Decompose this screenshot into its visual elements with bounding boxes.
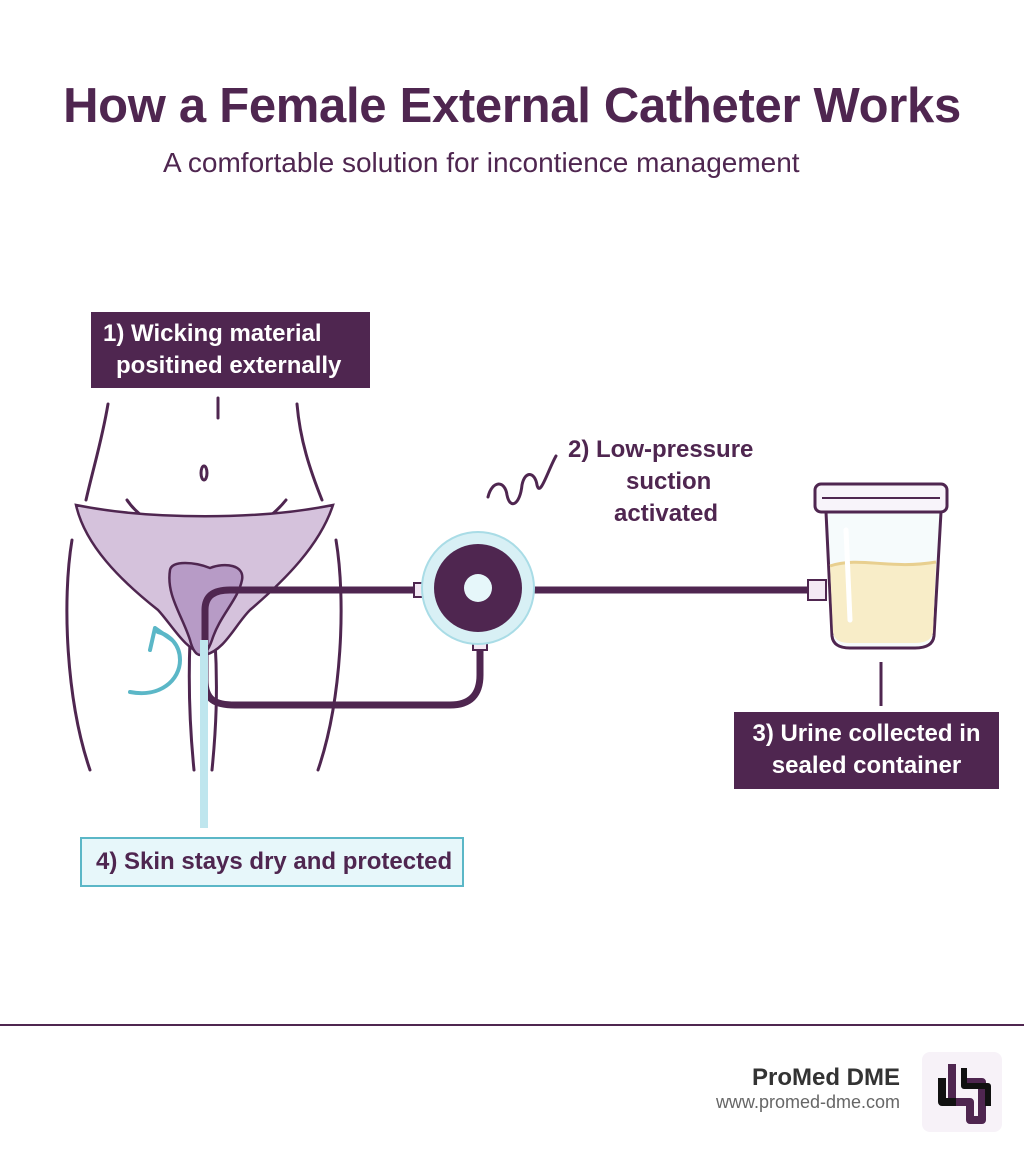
promed-logo-icon <box>922 1052 1002 1132</box>
step3-line1: 3) Urine collected in <box>752 720 981 747</box>
step1-label: 1) Wicking material positined externally <box>91 312 370 388</box>
arrow-curve-icon <box>128 626 182 696</box>
brand-url: www.promed-dme.com <box>715 1092 900 1112</box>
footer-divider <box>0 1024 1024 1026</box>
squiggle-icon <box>486 454 558 506</box>
step1-line1: 1) Wicking material <box>103 320 322 347</box>
connector-right <box>807 579 827 601</box>
step1-line2: positined externally <box>116 352 342 379</box>
brand-name: ProMed DME <box>751 1064 900 1091</box>
step2-line3: activated <box>614 500 719 527</box>
step3-label: 3) Urine collected in sealed container <box>734 712 999 789</box>
page-title: How a Female External Catheter Works <box>63 79 961 133</box>
step3-line2: sealed container <box>771 752 962 779</box>
step2-line1: 2) Low-pressure <box>568 436 754 463</box>
pump-icon <box>421 531 535 645</box>
step2-line2: suction <box>626 468 712 495</box>
step2-label: 2) Low-pressure suction activated <box>562 434 762 530</box>
page-subtitle: A comfortable solution for incontience m… <box>163 147 800 178</box>
container-icon <box>813 482 949 650</box>
step4-label: 4) Skin stays dry and protected <box>80 837 464 887</box>
